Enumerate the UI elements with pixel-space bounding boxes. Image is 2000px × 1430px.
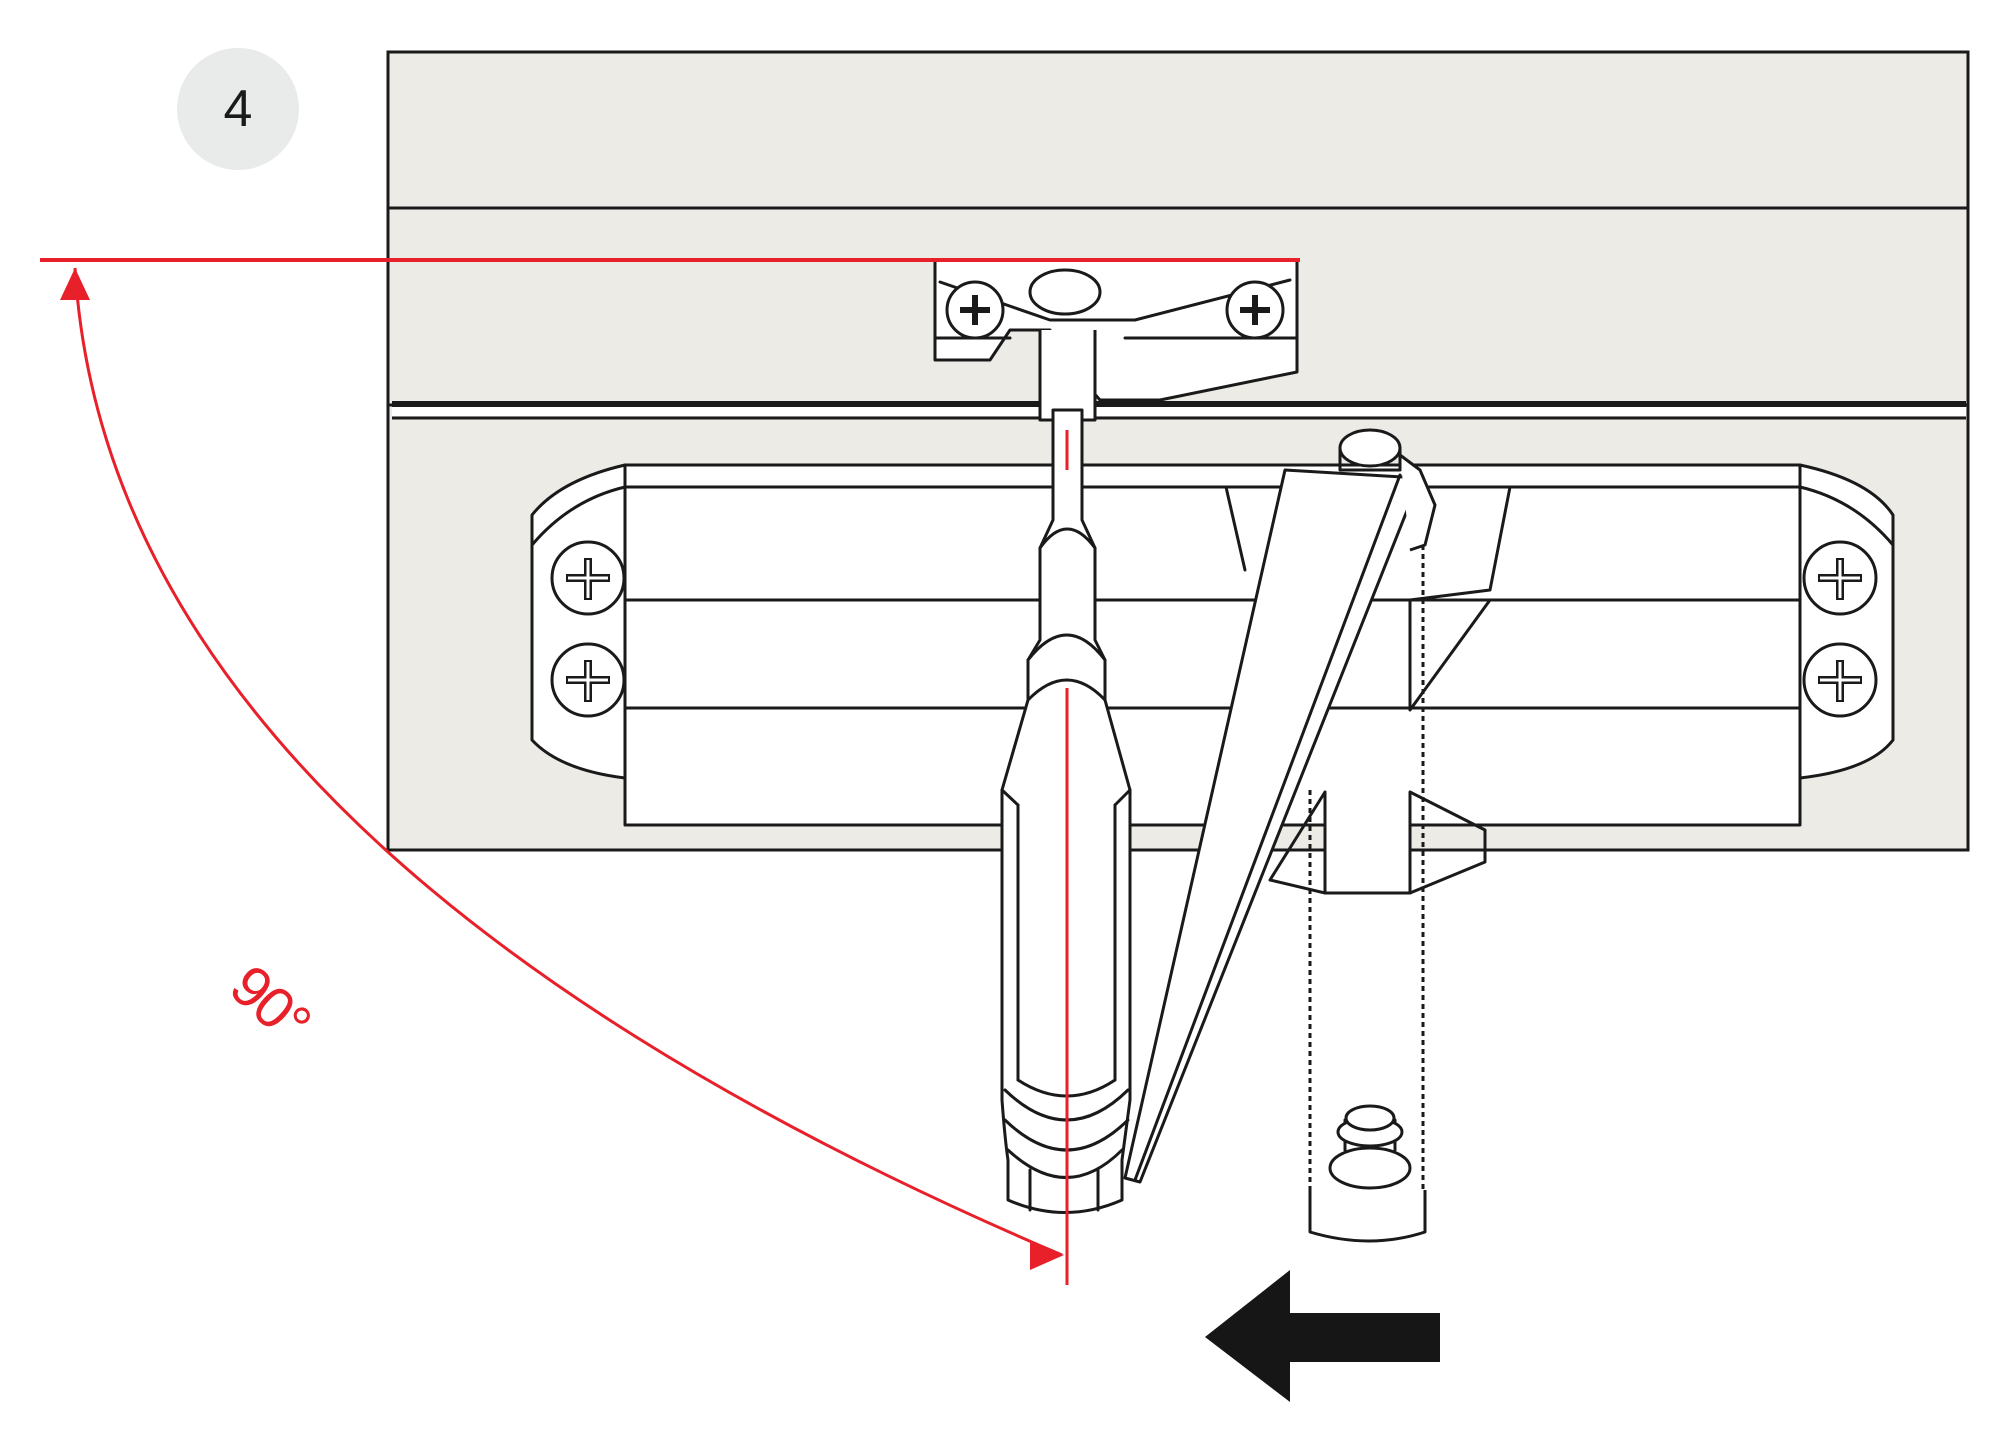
hidden-edges <box>1308 545 1425 1230</box>
arrowhead-up-icon <box>60 268 90 300</box>
arrowhead-right-icon <box>1030 1240 1064 1270</box>
screw-icon <box>550 540 626 616</box>
arm-shoe-bracket <box>933 258 1299 422</box>
closer-screws <box>550 540 1878 718</box>
screw-icon <box>1802 642 1878 718</box>
arrow-left-icon <box>1205 1270 1440 1402</box>
main-arm <box>1123 428 1437 1184</box>
screw-icon <box>945 280 1005 340</box>
step-number-badge: 4 <box>177 48 299 170</box>
angle-dimension <box>40 258 1300 1285</box>
adjustment-valve <box>1308 1104 1427 1243</box>
screw-icon <box>550 642 626 718</box>
screw-icon <box>1225 280 1285 340</box>
screw-icon <box>1802 540 1878 616</box>
